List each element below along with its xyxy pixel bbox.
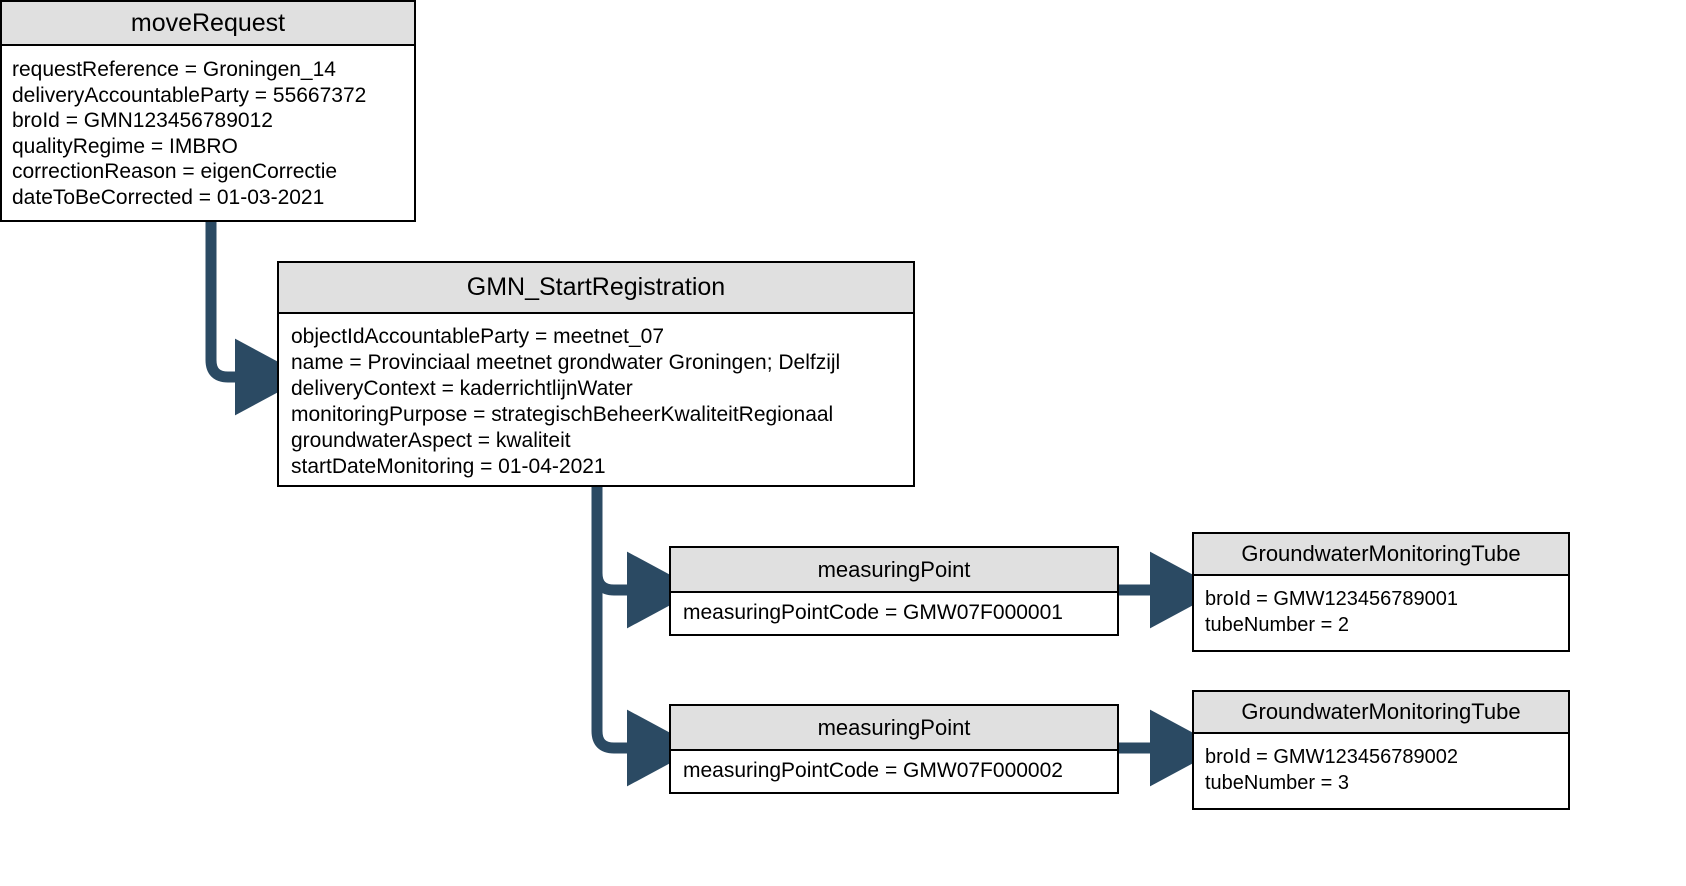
attribute-row: dateToBeCorrected = 01-03-2021 bbox=[12, 185, 325, 209]
connector-gmn-start-registration-to-measuring-point-2 bbox=[591, 487, 699, 787]
attribute-row: broId = GMW123456789002 bbox=[1205, 746, 1458, 768]
object-title-gmn-start-registration: GMN_StartRegistration bbox=[279, 263, 913, 314]
object-box-measuring-point-1[interactable]: measuringPoint measuringPointCode = GMW0… bbox=[669, 546, 1119, 636]
attribute-row: broId = GMW123456789001 bbox=[1205, 588, 1458, 610]
attribute-row: correctionReason = eigenCorrectie bbox=[12, 160, 338, 183]
object-attributes-groundwater-monitoring-tube-2: broId = GMW123456789002 tubeNumber = 3 bbox=[1194, 734, 1568, 796]
attribute-row: broId = GMN123456789012 bbox=[12, 109, 273, 132]
attribute-row: measuringPointCode = GMW07F000001 bbox=[683, 601, 1063, 624]
object-title-groundwater-monitoring-tube-2: GroundwaterMonitoringTube bbox=[1194, 692, 1568, 734]
attribute-row: name = Provinciaal meetnet grondwater Gr… bbox=[291, 351, 841, 374]
object-attributes-measuring-point-1: measuringPointCode = GMW07F000001 bbox=[671, 593, 1117, 626]
object-title-measuring-point-1: measuringPoint bbox=[671, 548, 1117, 593]
attribute-row: startDateMonitoring = 01-04-2021 bbox=[291, 455, 606, 478]
object-title-measuring-point-2: measuringPoint bbox=[671, 706, 1117, 751]
attribute-row: qualityRegime = IMBRO bbox=[12, 134, 238, 158]
object-title-groundwater-monitoring-tube-1: GroundwaterMonitoringTube bbox=[1194, 534, 1568, 576]
attribute-row: requestReference = Groningen_14 bbox=[12, 58, 336, 81]
object-box-measuring-point-2[interactable]: measuringPoint measuringPointCode = GMW0… bbox=[669, 704, 1119, 794]
attribute-row: deliveryAccountableParty = 55667372 bbox=[12, 83, 367, 107]
attribute-row: objectIdAccountableParty = meetnet_07 bbox=[291, 325, 664, 348]
object-box-groundwater-monitoring-tube-2[interactable]: GroundwaterMonitoringTube broId = GMW123… bbox=[1192, 690, 1570, 810]
attribute-row: groundwaterAspect = kwaliteit bbox=[291, 429, 571, 452]
object-attributes-move-request: requestReference = Groningen_14 delivery… bbox=[2, 46, 414, 210]
object-box-gmn-start-registration[interactable]: GMN_StartRegistration objectIdAccountabl… bbox=[277, 261, 915, 487]
object-title-move-request: moveRequest bbox=[2, 2, 414, 46]
object-box-groundwater-monitoring-tube-1[interactable]: GroundwaterMonitoringTube broId = GMW123… bbox=[1192, 532, 1570, 652]
attribute-row: deliveryContext = kaderrichtlijnWater bbox=[291, 377, 633, 400]
object-box-move-request[interactable]: moveRequest requestReference = Groningen… bbox=[0, 0, 416, 222]
attribute-row: monitoringPurpose = strategischBeheerKwa… bbox=[291, 403, 834, 426]
connector-move-request-to-gmn-start-registration bbox=[205, 222, 307, 416]
object-attributes-groundwater-monitoring-tube-1: broId = GMW123456789001 tubeNumber = 2 bbox=[1194, 576, 1568, 638]
object-attributes-gmn-start-registration: objectIdAccountableParty = meetnet_07 na… bbox=[279, 314, 913, 480]
connector-gmn-start-registration-to-measuring-point-1 bbox=[591, 487, 699, 629]
object-attributes-measuring-point-2: measuringPointCode = GMW07F000002 bbox=[671, 751, 1117, 784]
attribute-row: tubeNumber = 3 bbox=[1205, 772, 1349, 794]
attribute-row: tubeNumber = 2 bbox=[1205, 614, 1349, 636]
attribute-row: measuringPointCode = GMW07F000002 bbox=[683, 759, 1063, 782]
